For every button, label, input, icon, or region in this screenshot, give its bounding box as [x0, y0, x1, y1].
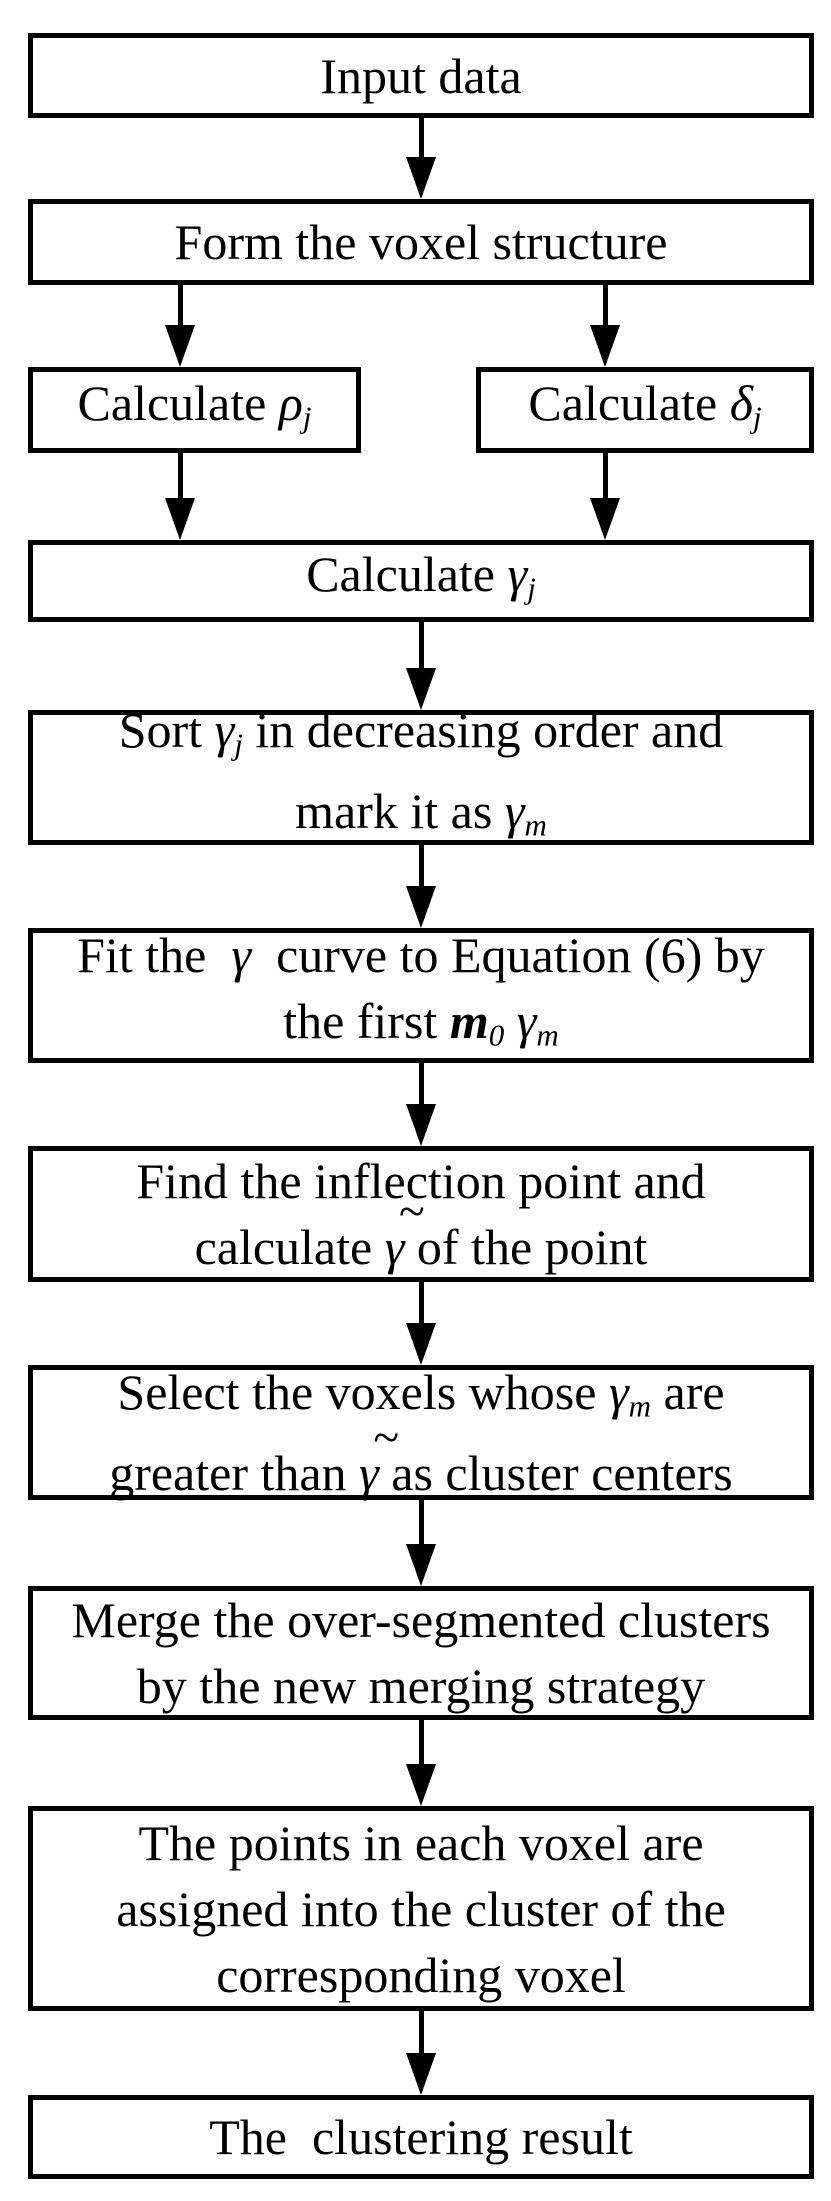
flow-node-input-data: Input data — [28, 33, 814, 118]
arrowhead-icon — [590, 325, 620, 367]
flow-node-fit-curve: Fit the γ curve to Equation (6) by the fi… — [28, 927, 814, 1063]
node-text-line: assigned into the cluster of the — [116, 1880, 726, 1937]
node-text-line: Select the voxels whose γm are — [117, 1364, 725, 1424]
node-text-line: corresponding voxel — [216, 1946, 626, 2003]
flow-node-merge-clusters: Merge the over-segmented clusters by the … — [28, 1586, 814, 1720]
node-text-line: calculate γ~ of the point — [195, 1186, 648, 1280]
arrowhead-icon — [406, 668, 436, 710]
arrow-shaft — [419, 1063, 424, 1110]
node-text-line: Sort γj in decreasing order and — [118, 702, 724, 762]
arrowhead-icon — [406, 1104, 436, 1146]
flow-node-form-voxel-structure: Form the voxel structure — [28, 199, 814, 285]
node-text-line: the first m0 γm — [283, 993, 559, 1053]
gamma-tilde-symbol: γ~ — [359, 1412, 400, 1501]
node-text-line: Calculate δj — [528, 374, 762, 435]
arrow-shaft — [419, 1282, 424, 1329]
arrow-shaft — [419, 622, 424, 674]
arrowhead-icon — [406, 2053, 436, 2095]
node-text-line: The clustering result — [209, 2109, 633, 2165]
node-text-line: by the new merging strategy — [136, 1658, 706, 1714]
tilde-accent: ~ — [373, 1412, 400, 1465]
arrow-shaft — [178, 453, 183, 504]
arrowhead-icon — [165, 325, 195, 367]
node-text-line: The points in each voxel are — [138, 1814, 704, 1871]
arrowhead-icon — [406, 886, 436, 928]
arrow-shaft — [178, 285, 183, 331]
node-text-line: Fit the γ curve to Equation (6) by — [77, 927, 765, 984]
arrowhead-icon — [165, 498, 195, 540]
flow-node-calculate-rho: Calculate ρj — [28, 367, 361, 453]
arrow-shaft — [603, 453, 608, 504]
arrowhead-icon — [406, 1544, 436, 1586]
arrowhead-icon — [406, 1323, 436, 1365]
node-text-line: mark it as γm — [295, 782, 547, 842]
flow-node-sort-gamma: Sort γj in decreasing order and mark it a… — [28, 702, 814, 845]
node-text-line: Form the voxel structure — [174, 214, 668, 270]
node-text-line: greater than γ~ as cluster centers — [109, 1412, 733, 1506]
node-text-line: Merge the over-segmented clusters — [71, 1592, 771, 1648]
flow-node-calculate-delta: Calculate δj — [476, 367, 814, 453]
arrow-shaft — [419, 845, 424, 892]
arrow-shaft — [419, 118, 424, 163]
node-text-line: Calculate γj — [306, 545, 536, 606]
node-text-line: Input data — [320, 47, 522, 104]
gamma-tilde-symbol: γ~ — [384, 1186, 425, 1275]
flow-node-calculate-gamma: Calculate γj — [28, 540, 814, 622]
flow-node-clustering-result: The clustering result — [28, 2095, 814, 2179]
arrow-shaft — [419, 1720, 424, 1770]
flow-node-assign-points: The points in each voxel are assigned int… — [28, 1806, 814, 2011]
arrow-shaft — [419, 2011, 424, 2059]
arrow-shaft — [603, 285, 608, 331]
arrowhead-icon — [406, 157, 436, 199]
tilde-accent: ~ — [398, 1186, 425, 1239]
node-text-line: Find the inflection point and — [136, 1153, 706, 1209]
arrow-shaft — [419, 1500, 424, 1550]
arrowhead-icon — [590, 498, 620, 540]
arrowhead-icon — [406, 1764, 436, 1806]
node-text-line: Calculate ρj — [77, 374, 312, 435]
